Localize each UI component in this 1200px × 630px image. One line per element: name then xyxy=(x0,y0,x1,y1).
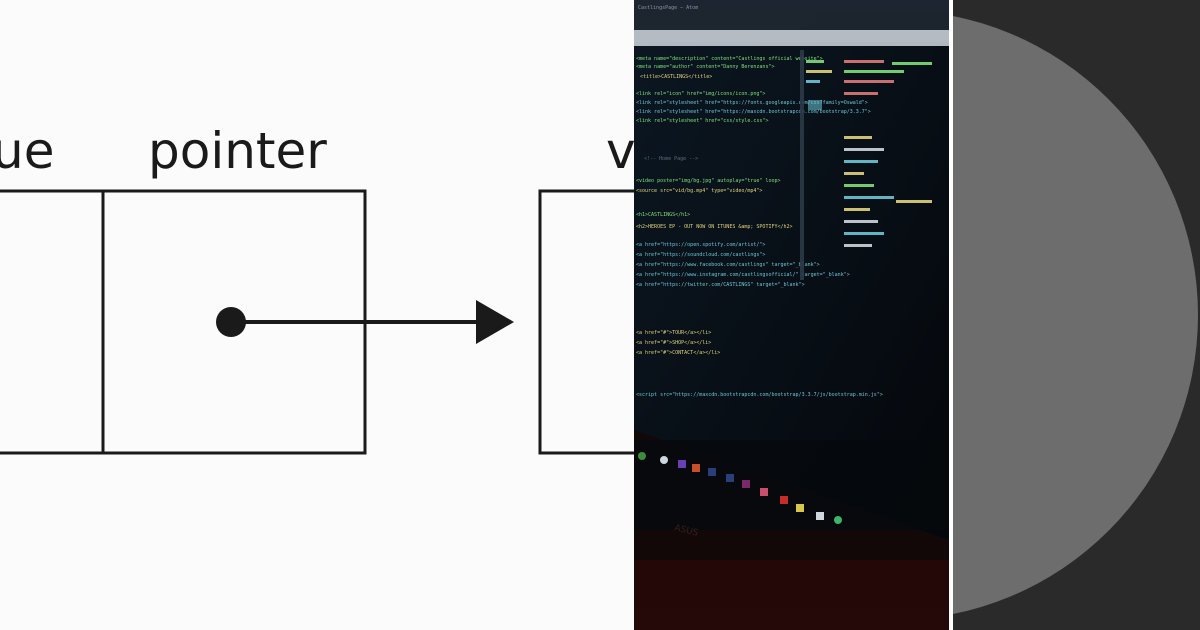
code-line: <a href="#">SHOP</a></li> xyxy=(636,340,711,346)
code-line: <meta name="description" content="Castli… xyxy=(636,56,823,62)
code-line: <a href="#">TOUR</a></li> xyxy=(636,330,711,336)
code-line: <h2>HEROES EP - OUT NOW ON ITUNES &amp; … xyxy=(636,224,793,230)
folder-icon xyxy=(796,504,804,512)
laptop-screen xyxy=(634,0,949,540)
app-icon xyxy=(780,496,788,504)
value-label: ue xyxy=(0,122,54,180)
code-line: <meta name="author" content="Danny Beren… xyxy=(636,64,774,70)
editor-title: CastlingsPage — Atom xyxy=(638,5,698,11)
premiere-icon xyxy=(742,480,750,488)
code-line: <a href="#">CONTACT</a></li> xyxy=(636,350,720,356)
code-line: <link rel="icon" href="img/icons/icon.pn… xyxy=(636,91,765,97)
gray-circle xyxy=(953,16,1198,614)
code-screen-svg: CastlingsPage — Atom <meta name="descrip… xyxy=(634,0,949,630)
github-icon xyxy=(660,456,668,464)
taskbar xyxy=(634,440,949,530)
code-line: <a href="https://open.spotify.com/artist… xyxy=(636,242,765,248)
spotify-icon xyxy=(638,452,646,460)
code-line: <source src="vid/bg.mp4" type="video/mp4… xyxy=(636,188,762,194)
code-line: <!-- Home Page --> xyxy=(644,156,698,162)
code-line: <a href="https://www.instagram.com/castl… xyxy=(636,272,850,278)
code-line: <link rel="stylesheet" href="css/style.c… xyxy=(636,118,768,124)
pointer-label: pointer xyxy=(148,122,327,180)
next-value-label: v xyxy=(606,122,634,180)
chrome-icon xyxy=(834,516,842,524)
code-line: <a href="https://twitter.com/CASTLINGS" … xyxy=(636,282,805,288)
code-editor-pane: <meta name="description" content="Castli… xyxy=(636,56,883,398)
code-line: <h1>CASTLINGS</h1> xyxy=(636,212,690,218)
css-pane xyxy=(800,50,932,280)
app-icon xyxy=(760,488,768,496)
code-line: <a href="https://www.facebook.com/castli… xyxy=(636,262,820,268)
value-cell xyxy=(0,189,105,455)
code-line: <title>CASTLINGS</title> xyxy=(640,74,712,80)
pointer-arrowhead xyxy=(476,300,514,344)
code-laptop-photo: CastlingsPage — Atom <meta name="descrip… xyxy=(634,0,949,630)
vs-icon xyxy=(678,460,686,468)
code-line: <video poster="img/bg.jpg" autoplay="tru… xyxy=(636,178,781,184)
code-line: <script src="https://maxcdn.bootstrapcdn… xyxy=(636,392,883,398)
code-line: <link rel="stylesheet" href="https://fon… xyxy=(636,100,868,106)
circle-graphic-panel xyxy=(949,0,1200,630)
app-icon xyxy=(816,512,824,520)
code-line: <link rel="stylesheet" href="https://max… xyxy=(636,109,871,115)
lightroom-icon xyxy=(726,474,734,482)
figma-icon xyxy=(692,464,700,472)
linked-list-svg: ue pointer v xyxy=(0,122,634,455)
next-node-cell xyxy=(538,189,634,455)
code-line: <a href="https://soundcloud.com/castling… xyxy=(636,252,765,258)
linked-list-diagram: ue pointer v xyxy=(0,122,634,455)
photoshop-icon xyxy=(708,468,716,476)
circle-svg xyxy=(953,0,1200,630)
